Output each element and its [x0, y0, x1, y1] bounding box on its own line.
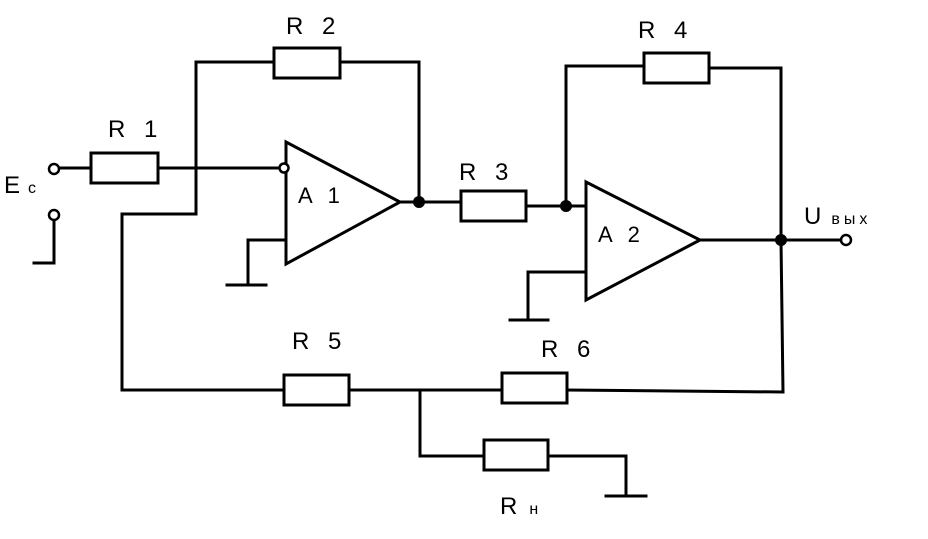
- label-opamp-a1: A 1: [298, 183, 345, 208]
- label-ec-main: E: [4, 172, 26, 199]
- label-uout-sub: вых: [831, 211, 871, 228]
- label-r6: R 6: [541, 336, 596, 363]
- label-rn-main: R: [500, 493, 523, 520]
- resistor-r2: [272, 46, 342, 80]
- terminal-input-ground: [47, 208, 61, 222]
- wire-a2-ground: [526, 270, 588, 322]
- wires: [32, 60, 848, 498]
- wire-r2-feedback-right: [338, 60, 421, 204]
- label-rn: R н: [500, 493, 542, 520]
- label-r3: R 3: [459, 159, 514, 186]
- wire-r5-feedback: [120, 212, 286, 392]
- wire-a1-ground: [246, 238, 288, 287]
- label-r4: R 4: [638, 17, 693, 44]
- label-r2: R 2: [286, 13, 341, 40]
- wire-rn-ground: [546, 454, 628, 498]
- resistor-r3: [459, 189, 528, 223]
- wire-r2-feedback-left: [194, 60, 276, 216]
- node-output: [775, 234, 787, 246]
- resistor-rn: [482, 438, 550, 472]
- wire-r4-feedback-right: [707, 66, 783, 242]
- node-a2-input: [560, 200, 572, 212]
- opamp-a1: [284, 139, 404, 267]
- wire-out-r6: [565, 238, 785, 394]
- resistors: [89, 46, 711, 472]
- label-ec-sub: с: [28, 180, 40, 197]
- terminal-input-ec: [47, 162, 61, 176]
- wire-r4-feedback-left: [564, 64, 646, 208]
- label-uout-main: U: [804, 203, 827, 230]
- opamp-a2: [584, 179, 704, 303]
- terminal-a1-inverting: [278, 162, 290, 174]
- label-uout: U вых: [804, 203, 871, 230]
- resistor-r6: [500, 371, 569, 405]
- wire-mid-rn: [418, 388, 486, 458]
- label-r5: R 5: [292, 328, 347, 355]
- label-rn-sub: н: [529, 501, 542, 518]
- resistor-r5: [282, 373, 351, 407]
- wire-input-ground: [32, 218, 56, 265]
- label-r1: R 1: [108, 116, 163, 143]
- nodes: [47, 162, 853, 247]
- label-ec: E с: [4, 172, 40, 199]
- label-opamp-a2: A 2: [598, 222, 645, 247]
- labels: R 1 R 2 R 3 R 4 R 5 R 6 A 1 A 2 R н E с …: [4, 13, 871, 520]
- terminal-output-uout: [839, 233, 853, 247]
- resistor-r1: [89, 151, 160, 185]
- resistor-r4: [642, 51, 711, 85]
- node-a1-output: [413, 196, 425, 208]
